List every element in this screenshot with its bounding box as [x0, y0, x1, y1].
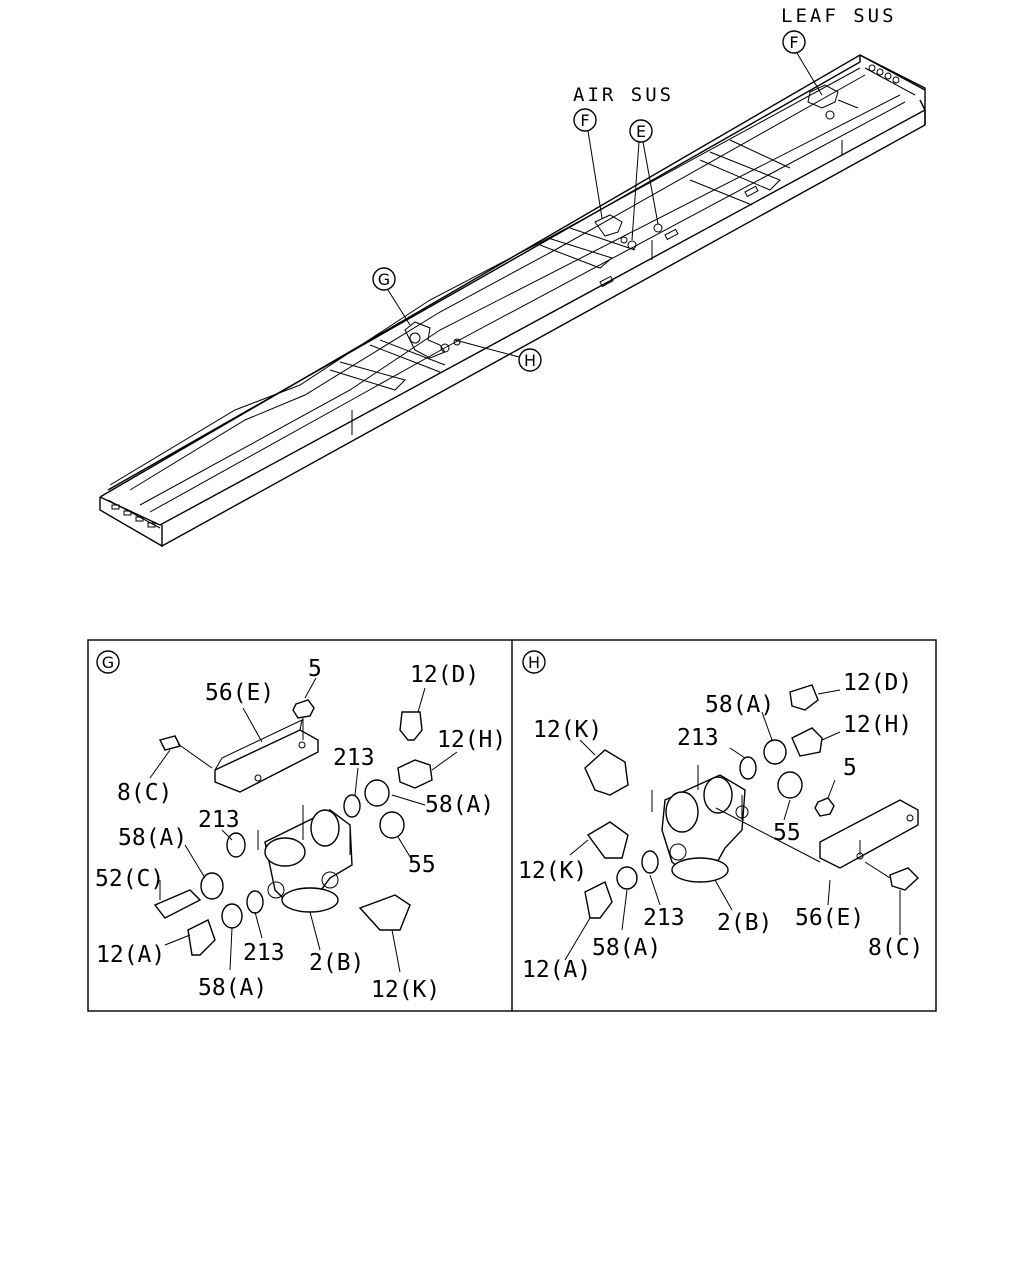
seal-213-lower-part	[246, 890, 264, 914]
nut-5-part	[292, 699, 315, 719]
panel-g-id: G	[102, 653, 114, 672]
rear-crossmember-holes	[868, 64, 900, 84]
callout-e-circle	[629, 119, 653, 143]
label-56e: 56(E)	[205, 680, 274, 706]
fitting-12d-part	[399, 711, 423, 741]
nut-5-part	[814, 797, 835, 817]
callout-g-circle	[372, 267, 396, 291]
label-12k: 12(K)	[371, 977, 440, 1003]
callout-f-leaf-letter: F	[789, 33, 798, 52]
callout-e: E	[629, 119, 659, 241]
label-12d: 12(D)	[410, 662, 479, 688]
label-12h: 12(H)	[437, 727, 506, 753]
valve-2b-part	[257, 805, 353, 913]
seal-213-mid-part	[226, 832, 246, 858]
callout-h-circle	[518, 348, 542, 372]
label-2b: 2(B)	[309, 950, 364, 976]
plug-58a-upper-part	[364, 779, 390, 807]
label-58a-upper: 58(A)	[705, 692, 774, 718]
callout-f-air-letter: F	[580, 111, 589, 130]
fitting-12a-part	[584, 881, 613, 919]
callout-leaf-sus: LEAF SUS F	[781, 5, 897, 96]
label-213-upper: 213	[333, 745, 375, 771]
fitting-52c-part	[153, 889, 202, 919]
fitting-55-part	[777, 771, 803, 799]
valve-cluster-g-h	[404, 321, 461, 359]
callout-g: G	[372, 267, 411, 326]
callout-g-letter: G	[378, 270, 390, 289]
chassis-frame-illustration	[99, 54, 926, 548]
fitting-12k-part	[358, 894, 411, 931]
label-55: 55	[773, 820, 801, 846]
label-5: 5	[843, 755, 857, 781]
label-213-lower: 213	[243, 940, 285, 966]
seal-213-lower-part	[641, 850, 659, 874]
label-8c: 8(C)	[868, 935, 923, 961]
label-8c: 8(C)	[117, 780, 172, 806]
leaf-sus-label: LEAF SUS	[781, 5, 897, 27]
fitting-55-part	[379, 811, 405, 839]
air-sus-label: AIR SUS	[573, 84, 674, 106]
label-12h: 12(H)	[843, 712, 912, 738]
bolt-8c-part	[889, 867, 920, 891]
valve-cluster-leaf-sus	[807, 84, 859, 120]
panel-h-id-circle	[522, 650, 546, 674]
label-12a: 12(A)	[522, 957, 591, 983]
label-56e: 56(E)	[795, 905, 864, 931]
callout-h: H	[454, 339, 542, 372]
label-58a-left: 58(A)	[118, 825, 187, 851]
fitting-12k-lower-part	[586, 821, 629, 859]
plug-58a-lower-part	[616, 866, 638, 890]
label-12k-lower: 12(K)	[518, 858, 587, 884]
seal-213-upper-part	[739, 756, 757, 780]
callout-f-circle-air	[573, 108, 597, 132]
fitting-12h-part	[397, 759, 433, 789]
panel-h-id: H	[528, 653, 540, 672]
label-52c: 52(C)	[95, 866, 164, 892]
label-5: 5	[308, 656, 322, 682]
detail-panel-g: G	[95, 650, 506, 1003]
plug-58a-left-part	[200, 872, 224, 900]
label-12a: 12(A)	[96, 942, 165, 968]
fitting-12d-part	[789, 684, 819, 711]
fitting-12a-part	[187, 919, 216, 956]
bracket-56e-part	[819, 799, 919, 869]
seal-213-upper-part	[343, 794, 361, 818]
label-58a-upper: 58(A)	[425, 792, 494, 818]
panel-g-id-circle	[96, 650, 120, 674]
label-2b: 2(B)	[717, 910, 772, 936]
fitting-12k-upper-part	[584, 749, 629, 796]
bolt-8c-part	[158, 735, 182, 751]
plug-58a-upper-part	[763, 739, 787, 765]
label-12d: 12(D)	[843, 670, 912, 696]
callout-h-letter: H	[524, 351, 536, 370]
callout-f-circle-leaf	[782, 30, 806, 54]
label-213-upper: 213	[677, 725, 719, 751]
fitting-12h-part	[791, 727, 823, 757]
valve-2b-part	[651, 765, 749, 883]
callout-e-letter: E	[636, 122, 646, 141]
label-58a-lower: 58(A)	[198, 975, 267, 1001]
label-213-mid: 213	[198, 807, 240, 833]
plug-58a-lower-part	[221, 903, 243, 929]
detail-panel-h: H	[518, 650, 923, 983]
label-55: 55	[408, 852, 436, 878]
callout-air-sus: AIR SUS F	[573, 84, 674, 219]
front-crossmember-holes	[111, 504, 156, 528]
label-213-lower: 213	[643, 905, 685, 931]
label-58a-lower: 58(A)	[592, 935, 661, 961]
label-12k-upper: 12(K)	[533, 717, 602, 743]
